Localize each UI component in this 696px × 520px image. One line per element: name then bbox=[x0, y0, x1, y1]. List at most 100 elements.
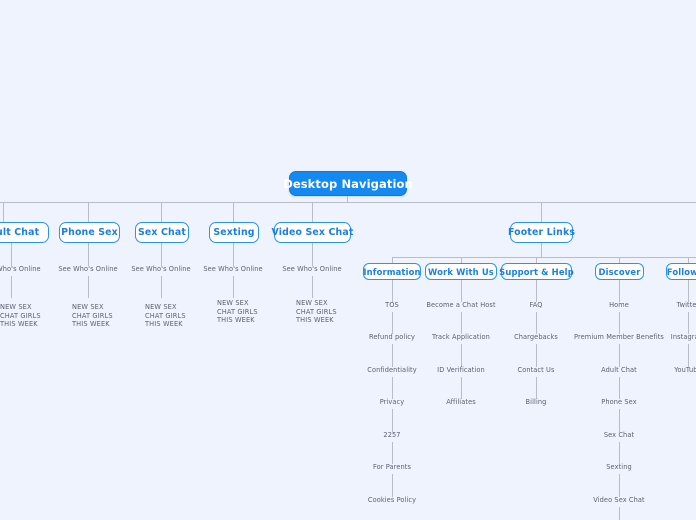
connector-drop-support-and-help bbox=[536, 257, 537, 263]
connector-work-with-us-3 bbox=[461, 344, 462, 367]
promo-line-3: THIS WEEK bbox=[296, 316, 334, 325]
connector-follow-us-2 bbox=[688, 312, 689, 334]
promo-line-3: THIS WEEK bbox=[0, 320, 38, 329]
promo-line-1: NEW SEX bbox=[0, 303, 32, 311]
leaf-adult-chat-new-sex-chat-girls[interactable]: NEW SEX CHAT GIRLS THIS WEEK bbox=[0, 303, 41, 329]
leaf-information-2257[interactable]: 2257 bbox=[383, 431, 401, 439]
node-work-with-us[interactable]: Work With Us bbox=[425, 263, 497, 280]
connector-sex-chat-to-online bbox=[161, 243, 162, 266]
leaf-sex-chat-new-sex-chat-girls[interactable]: NEW SEX CHAT GIRLS THIS WEEK bbox=[145, 303, 186, 329]
root-node-desktop-navigation[interactable]: Desktop Navigation bbox=[283, 171, 413, 196]
connector-footer-groups-bus bbox=[392, 257, 696, 258]
connector-support-and-help-4 bbox=[536, 377, 537, 399]
leaf-support-and-help-faq[interactable]: FAQ bbox=[529, 301, 543, 309]
connector-work-with-us-4 bbox=[461, 377, 462, 399]
leaf-follow-us-youtube[interactable]: YouTube bbox=[674, 366, 696, 374]
leaf-information-privacy[interactable]: Privacy bbox=[379, 398, 405, 406]
leaf-video-sex-chat-see-whos-online[interactable]: See Who's Online bbox=[282, 265, 342, 273]
connector-adult-chat-to-promo bbox=[11, 276, 12, 298]
leaf-adult-chat-see-whos-online[interactable]: See Who's Online bbox=[0, 265, 41, 273]
connector-support-and-help-1 bbox=[536, 280, 537, 302]
connector-support-and-help-3 bbox=[536, 344, 537, 367]
connector-information-6 bbox=[392, 442, 393, 464]
promo-line-2: CHAT GIRLS bbox=[217, 307, 258, 316]
promo-line-1: NEW SEX bbox=[145, 303, 177, 311]
promo-line-2: CHAT GIRLS bbox=[145, 311, 186, 320]
leaf-discover-home[interactable]: Home bbox=[609, 301, 629, 309]
leaf-information-cookies-policy[interactable]: Cookies Policy bbox=[367, 496, 417, 504]
leaf-video-sex-chat-new-sex-chat-girls[interactable]: NEW SEX CHAT GIRLS THIS WEEK bbox=[296, 299, 337, 325]
connector-discover-3 bbox=[619, 344, 620, 367]
leaf-information-confidentiality[interactable]: Confidentiality bbox=[367, 366, 417, 374]
leaf-discover-video-sex-chat[interactable]: Video Sex Chat bbox=[593, 496, 645, 504]
connector-phone-sex-to-promo bbox=[88, 276, 89, 298]
leaf-work-with-us-affiliates[interactable]: Affiliates bbox=[446, 398, 476, 406]
node-information[interactable]: Information bbox=[363, 263, 421, 280]
leaf-information-for-parents[interactable]: For Parents bbox=[372, 463, 412, 471]
connector-sexting-to-online bbox=[233, 243, 234, 266]
connector-sex-chat-to-promo bbox=[161, 276, 162, 298]
leaf-discover-premium-member-benefits[interactable]: Premium Member Benefits bbox=[574, 333, 664, 341]
leaf-support-and-help-chargebacks[interactable]: Chargebacks bbox=[514, 333, 558, 341]
leaf-support-and-help-billing[interactable]: Billing bbox=[525, 398, 547, 406]
connector-video-sex-chat-to-online bbox=[312, 243, 313, 266]
connector-footer-links-stem bbox=[541, 243, 542, 257]
leaf-discover-adult-chat[interactable]: Adult Chat bbox=[601, 366, 637, 374]
promo-line-3: THIS WEEK bbox=[217, 316, 255, 325]
node-follow-us[interactable]: Follow Us bbox=[666, 263, 696, 280]
connector-information-5 bbox=[392, 409, 393, 432]
node-support-and-help[interactable]: Support & Help bbox=[499, 263, 574, 280]
leaf-support-and-help-contact-us[interactable]: Contact Us bbox=[517, 366, 555, 374]
leaf-work-with-us-track-application[interactable]: Track Application bbox=[432, 333, 490, 341]
leaf-sex-chat-see-whos-online[interactable]: See Who's Online bbox=[131, 265, 191, 273]
connector-follow-us-1 bbox=[688, 280, 689, 302]
node-sex-chat[interactable]: Sex Chat bbox=[135, 222, 189, 243]
connector-phone-sex-to-online bbox=[88, 243, 89, 266]
promo-line-2: CHAT GIRLS bbox=[72, 311, 113, 320]
node-footer-links[interactable]: Footer Links bbox=[508, 222, 575, 243]
leaf-phone-sex-new-sex-chat-girls[interactable]: NEW SEX CHAT GIRLS THIS WEEK bbox=[72, 303, 113, 329]
promo-line-3: THIS WEEK bbox=[72, 320, 110, 329]
promo-line-3: THIS WEEK bbox=[145, 320, 183, 329]
connector-discover-1 bbox=[619, 280, 620, 302]
leaf-discover-phone-sex[interactable]: Phone Sex bbox=[601, 398, 637, 406]
leaf-information-refund-policy[interactable]: Refund policy bbox=[368, 333, 416, 341]
connector-drop-information bbox=[392, 257, 393, 263]
promo-line-1: NEW SEX bbox=[217, 299, 249, 307]
connector-information-2 bbox=[392, 312, 393, 334]
leaf-follow-us-twitter[interactable]: Twitter bbox=[676, 301, 696, 309]
connector-drop-video-sex-chat bbox=[312, 202, 313, 222]
connector-level2-bus bbox=[0, 202, 696, 203]
connector-discover-8 bbox=[619, 507, 620, 520]
leaf-discover-sexting[interactable]: Sexting bbox=[606, 463, 632, 471]
node-discover[interactable]: Discover bbox=[595, 263, 644, 280]
connector-root-stem bbox=[347, 196, 348, 203]
connector-drop-work-with-us bbox=[461, 257, 462, 263]
leaf-discover-sex-chat[interactable]: Sex Chat bbox=[603, 431, 635, 439]
leaf-work-with-us-id-verification[interactable]: ID Verification bbox=[437, 366, 485, 374]
node-phone-sex[interactable]: Phone Sex bbox=[59, 222, 120, 243]
connector-information-1 bbox=[392, 280, 393, 302]
connector-drop-footer-links bbox=[541, 202, 542, 222]
connector-adult-chat-to-online bbox=[11, 243, 12, 266]
leaf-sexting-see-whos-online[interactable]: See Who's Online bbox=[203, 265, 263, 273]
connector-drop-sexting bbox=[233, 202, 234, 222]
leaf-work-with-us-become-a-chat-host[interactable]: Become a Chat Host bbox=[426, 301, 496, 309]
connector-work-with-us-1 bbox=[461, 280, 462, 302]
connector-discover-2 bbox=[619, 312, 620, 334]
leaf-sexting-new-sex-chat-girls[interactable]: NEW SEX CHAT GIRLS THIS WEEK bbox=[217, 299, 258, 325]
node-sexting[interactable]: Sexting bbox=[209, 222, 259, 243]
leaf-phone-sex-see-whos-online[interactable]: See Who's Online bbox=[58, 265, 118, 273]
promo-line-1: NEW SEX bbox=[72, 303, 104, 311]
connector-support-and-help-2 bbox=[536, 312, 537, 334]
leaf-follow-us-instagram[interactable]: Instagram bbox=[670, 333, 696, 341]
connector-drop-discover bbox=[619, 257, 620, 263]
connector-follow-us-3 bbox=[688, 344, 689, 367]
leaf-information-tos[interactable]: TOS bbox=[385, 301, 399, 309]
promo-line-2: CHAT GIRLS bbox=[0, 311, 41, 320]
connector-drop-phone-sex bbox=[88, 202, 89, 222]
connector-discover-6 bbox=[619, 442, 620, 464]
node-adult-chat[interactable]: Adult Chat bbox=[0, 222, 49, 243]
node-video-sex-chat[interactable]: Video Sex Chat bbox=[272, 222, 353, 243]
